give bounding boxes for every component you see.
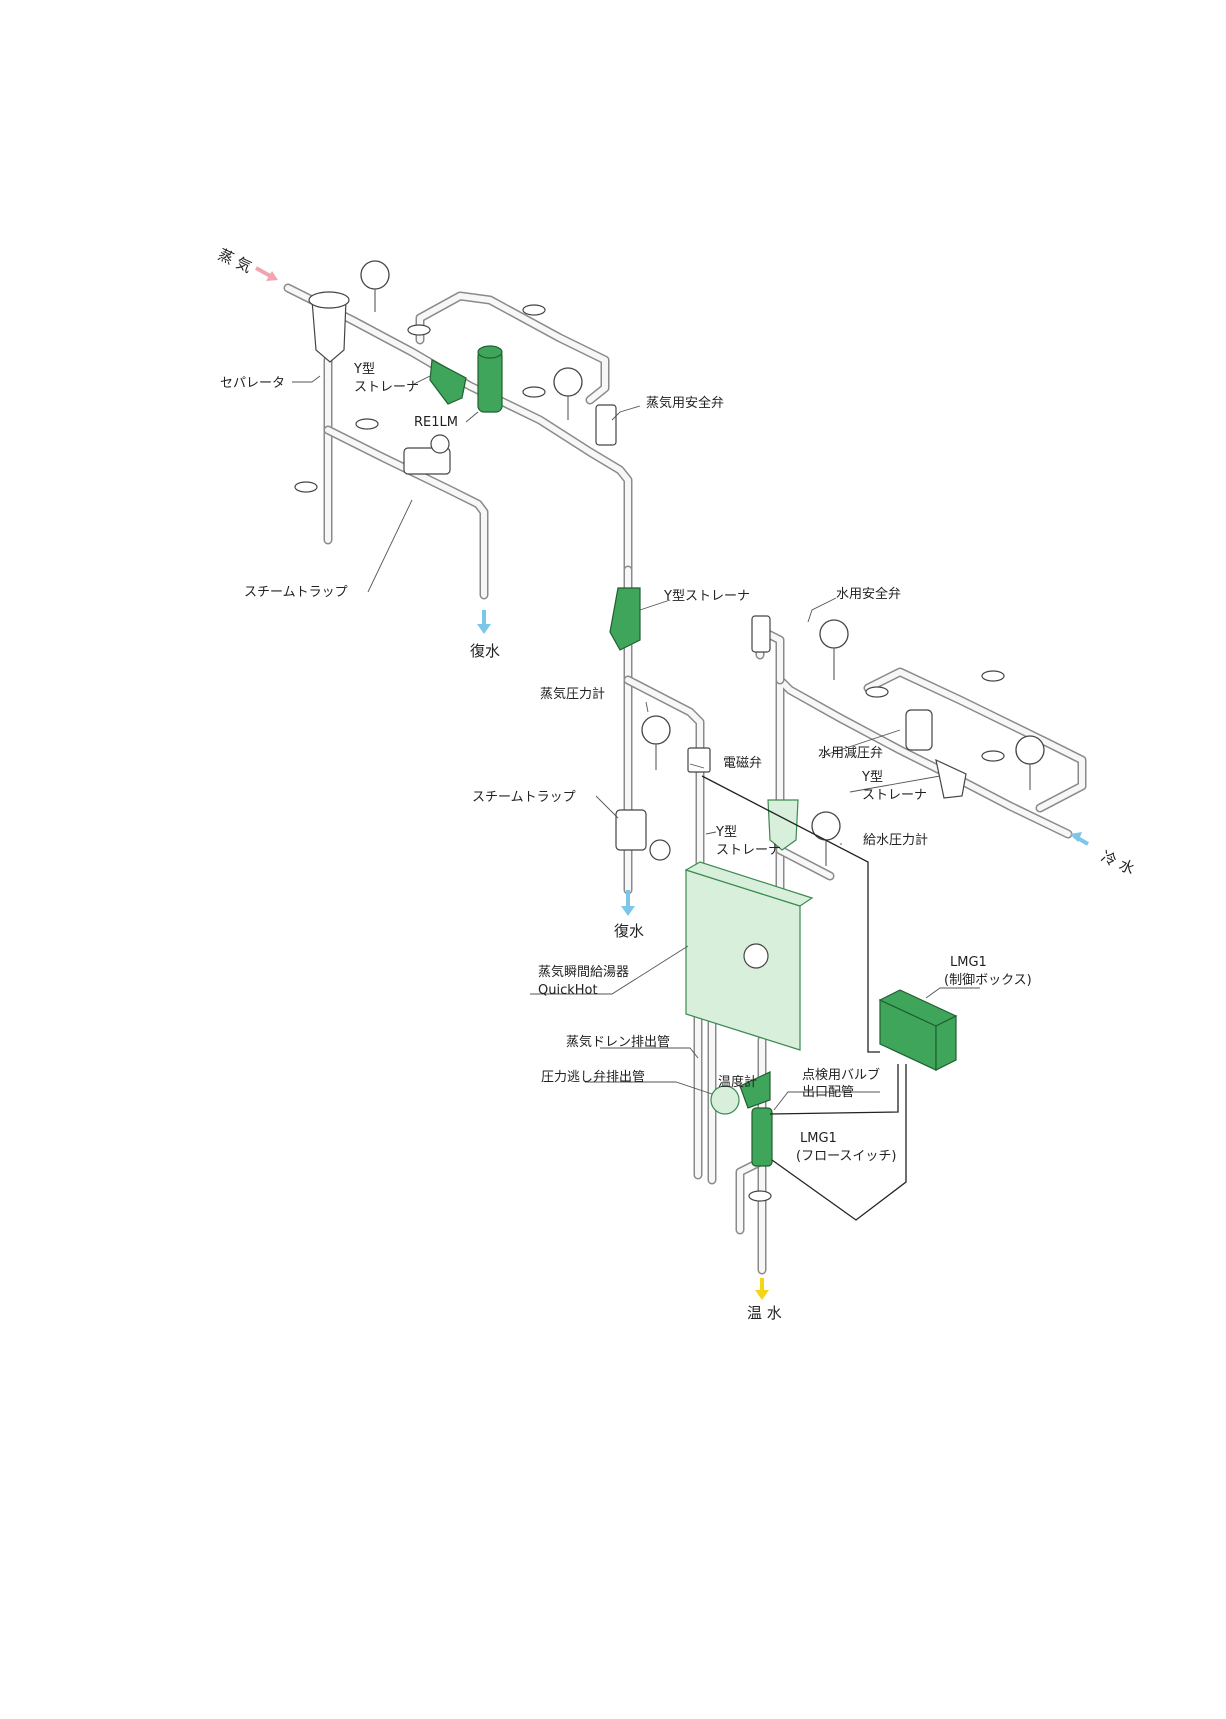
steam-in-label: 蒸 気 xyxy=(215,245,254,276)
water-safety-valve-label: 水用安全弁 xyxy=(836,586,901,602)
inspection-valve-label-1: 点検用バルブ xyxy=(802,1067,880,1083)
y-strainer-water-label-2: ストレーナ xyxy=(862,788,927,803)
steam-trap-top-label: スチームトラップ xyxy=(244,585,348,600)
control-wiring xyxy=(701,775,907,1221)
steam-pressure-gauge-label: 蒸気圧力計 xyxy=(540,686,605,702)
y-strainer-mid-label: Y型ストレーナ xyxy=(663,589,750,604)
water-safety-valve xyxy=(751,615,771,653)
relief-pipe-label: 圧力逃し弁排出管 xyxy=(541,1070,645,1085)
re1lm-label: RE1LM xyxy=(414,415,458,430)
hot-water-label: 温 水 xyxy=(747,1304,782,1322)
thermometer xyxy=(710,1071,771,1115)
y-strainer-steam-label-2: ストレーナ xyxy=(354,380,419,395)
steam-safety-valve xyxy=(595,404,617,446)
y-strainer-water-inlet xyxy=(767,799,799,851)
y-strainer-small-label-2: ストレーナ xyxy=(716,843,781,858)
feed-water-gauge-label: 給水圧力計 xyxy=(863,832,928,848)
arrow-down-icon xyxy=(621,890,635,916)
heater-label-1: 蒸気瞬間給湯器 xyxy=(538,964,629,980)
y-strainer-mid xyxy=(609,587,641,651)
control-box-label-1: LMG1 xyxy=(950,955,987,970)
valve-handwheel-icon xyxy=(294,304,1005,1202)
cold-water-label: 冷 水 xyxy=(1098,847,1137,878)
water-reducing-valve-label: 水用減圧弁 xyxy=(818,745,883,761)
water-reducing-valve xyxy=(905,709,933,751)
heater-label-2: QuickHot xyxy=(538,983,598,998)
flow-switch-label-2: (フロースイッチ) xyxy=(796,1149,897,1164)
y-strainer-small-label-1: Y型 xyxy=(715,825,737,840)
quickhot-heater xyxy=(684,861,814,1051)
arrow-right-icon xyxy=(255,266,278,281)
flow-switch xyxy=(751,1107,773,1167)
flow-labels: 蒸 気 復水 復水 冷 水 温 水 xyxy=(215,245,1137,1322)
arrow-down-icon xyxy=(477,610,491,634)
leader-lines xyxy=(292,375,980,1111)
pressure-gauge-icon xyxy=(360,260,1045,866)
steam-trap-top xyxy=(403,434,451,475)
inspection-valve-label-2: 出口配管 xyxy=(802,1085,854,1100)
arrow-left-icon xyxy=(1070,832,1089,846)
thermometer-label: 温度計 xyxy=(718,1074,757,1090)
steam-trap-mid-label: スチームトラップ xyxy=(472,790,576,805)
condensate-label-2: 復水 xyxy=(614,922,644,940)
separator xyxy=(308,291,350,363)
y-strainer-steam-label-1: Y型 xyxy=(353,362,375,377)
re1lm-reducing-valve xyxy=(477,345,503,413)
drain-pipe-label: 蒸気ドレン排出管 xyxy=(566,1034,670,1050)
y-strainer-water xyxy=(935,758,967,799)
arrow-down-icon xyxy=(755,1278,769,1300)
solenoid-valve xyxy=(687,747,711,773)
control-box-label-2: (制御ボックス) xyxy=(944,973,1032,988)
y-strainer-steam xyxy=(429,359,467,405)
steam-safety-valve-label: 蒸気用安全弁 xyxy=(646,395,724,411)
separator-label: セパレータ xyxy=(220,376,285,391)
condensate-label-1: 復水 xyxy=(470,642,500,660)
component-labels: セパレータ Y型 ストレーナ RE1LM スチームトラップ 蒸気用安全弁 Y型ス… xyxy=(220,362,1032,1164)
solenoid-valve-label: 電磁弁 xyxy=(723,756,762,771)
y-strainer-water-label-1: Y型 xyxy=(861,770,883,785)
flow-switch-label-1: LMG1 xyxy=(800,1131,837,1146)
steam-trap-mid xyxy=(615,809,671,861)
control-box xyxy=(878,989,958,1071)
